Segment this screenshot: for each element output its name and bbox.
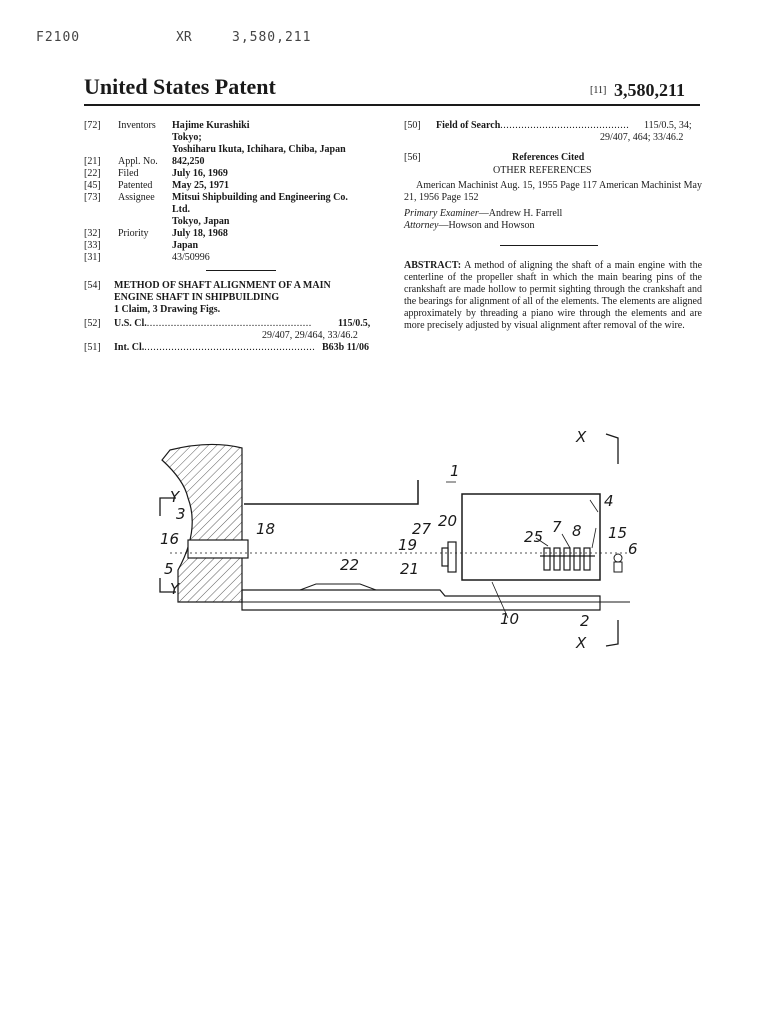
label-3: 3 — [176, 505, 186, 523]
label-7: 7 — [552, 518, 562, 536]
claims-line: 1 Claim, 3 Drawing Figs. — [114, 304, 221, 315]
int-cl-value: B63b 11/06 — [322, 342, 369, 353]
label-16: 16 — [160, 530, 180, 548]
xr-label: XR — [176, 30, 192, 45]
abstract: ABSTRACT: A method of aligning the shaft… — [404, 260, 703, 331]
field-code: [50] — [404, 120, 421, 131]
field-value-2: 29/407, 464; 33/46.2 — [600, 132, 684, 143]
assignee-line-2: Ltd. — [172, 204, 191, 215]
appl-value: 842,250 — [172, 156, 205, 167]
inventors-row: [72]Inventors — [84, 120, 156, 131]
inventor-line-2: Tokyo; — [172, 132, 202, 143]
us-cl-value-2: 29/407, 29/464, 33/46.2 — [262, 330, 358, 341]
title-rule — [84, 104, 700, 106]
patent-drawing — [159, 433, 630, 647]
label-y-top: Y — [170, 488, 180, 506]
label-x-top: X — [576, 428, 587, 446]
label-15: 15 — [608, 524, 628, 542]
hull-section — [161, 443, 243, 603]
crankshaft — [540, 547, 595, 571]
inventor-line-1: Hajime Kurashiki — [172, 120, 250, 131]
country-row: [33] — [84, 240, 101, 251]
label-20: 20 — [438, 512, 458, 530]
patent-number-code: [11] — [590, 85, 607, 96]
header-id: F2100 — [36, 30, 81, 45]
base-floor — [241, 589, 601, 611]
label-x-bottom: X — [576, 634, 587, 652]
country-value: Japan — [172, 240, 199, 251]
support-bracket — [441, 541, 457, 573]
label-4: 4 — [604, 492, 614, 510]
invention-title-line-2: ENGINE SHAFT IN SHIPBUILDING — [114, 292, 280, 303]
priority-value: July 18, 1968 — [172, 228, 228, 239]
label-1: 1 — [450, 462, 460, 480]
label-y-bottom: Y — [170, 580, 180, 598]
title-code: [54] — [84, 280, 101, 291]
label-22: 22 — [340, 556, 360, 574]
invention-title-line-1: METHOD OF SHAFT ALIGNMENT OF A MAIN — [114, 280, 331, 291]
refs-subheading: OTHER REFERENCES — [493, 165, 592, 176]
primary-examiner: Primary Examiner—Andrew H. Farrell — [404, 208, 563, 219]
label-8: 8 — [572, 522, 582, 540]
label-27: 27 — [412, 520, 432, 538]
attorney: Attorney—Howson and Howson — [404, 220, 535, 231]
xr-number: 3,580,211 — [232, 30, 312, 45]
label-6: 6 — [628, 540, 638, 558]
filed-value: July 16, 1969 — [172, 168, 228, 179]
us-cl-label: U.S. Cl.................................… — [114, 318, 312, 329]
assignee-line-1: Mitsui Shipbuilding and Engineering Co. — [172, 192, 348, 203]
refs-heading: References Cited — [512, 152, 585, 163]
serial-row: [31] — [84, 252, 101, 263]
label-19: 19 — [398, 536, 418, 554]
inventor-line-3: Yoshiharu Ikuta, Ichihara, Chiba, Japan — [172, 144, 346, 155]
right-divider — [500, 245, 598, 246]
patented-value: May 25, 1971 — [172, 180, 229, 191]
priority-row: [32]Priority — [84, 228, 149, 239]
filed-row: [22]Filed — [84, 168, 139, 179]
assignee-line-3: Tokyo, Japan — [172, 216, 230, 227]
label-2: 2 — [580, 612, 590, 630]
document-title: United States Patent — [84, 74, 276, 99]
field-label: Field of Search.........................… — [436, 120, 630, 131]
label-10: 10 — [500, 610, 520, 628]
label-18: 18 — [256, 520, 276, 538]
appl-row: [21]Appl. No. — [84, 156, 158, 167]
assignee-row: [73]Assignee — [84, 192, 155, 203]
int-cl-code: [51] — [84, 342, 101, 353]
deck-line — [244, 480, 419, 505]
us-cl-value: 115/0.5, — [338, 318, 371, 329]
us-cl-code: [52] — [84, 318, 101, 329]
int-cl-label: Int. Cl.................................… — [114, 342, 316, 353]
label-5: 5 — [164, 560, 174, 578]
patent-number: 3,580,211 — [614, 80, 686, 100]
field-value: 115/0.5, 34; — [644, 120, 692, 131]
refs-code: [56] — [404, 152, 421, 163]
stern-tube — [187, 539, 249, 559]
left-divider — [206, 270, 276, 271]
patented-row: [45]Patented — [84, 180, 153, 191]
refs-text: American Machinist Aug. 15, 1955 Page 11… — [404, 180, 702, 203]
label-25: 25 — [524, 528, 544, 546]
serial-value: 43/50996 — [172, 252, 210, 263]
label-21: 21 — [400, 560, 420, 578]
